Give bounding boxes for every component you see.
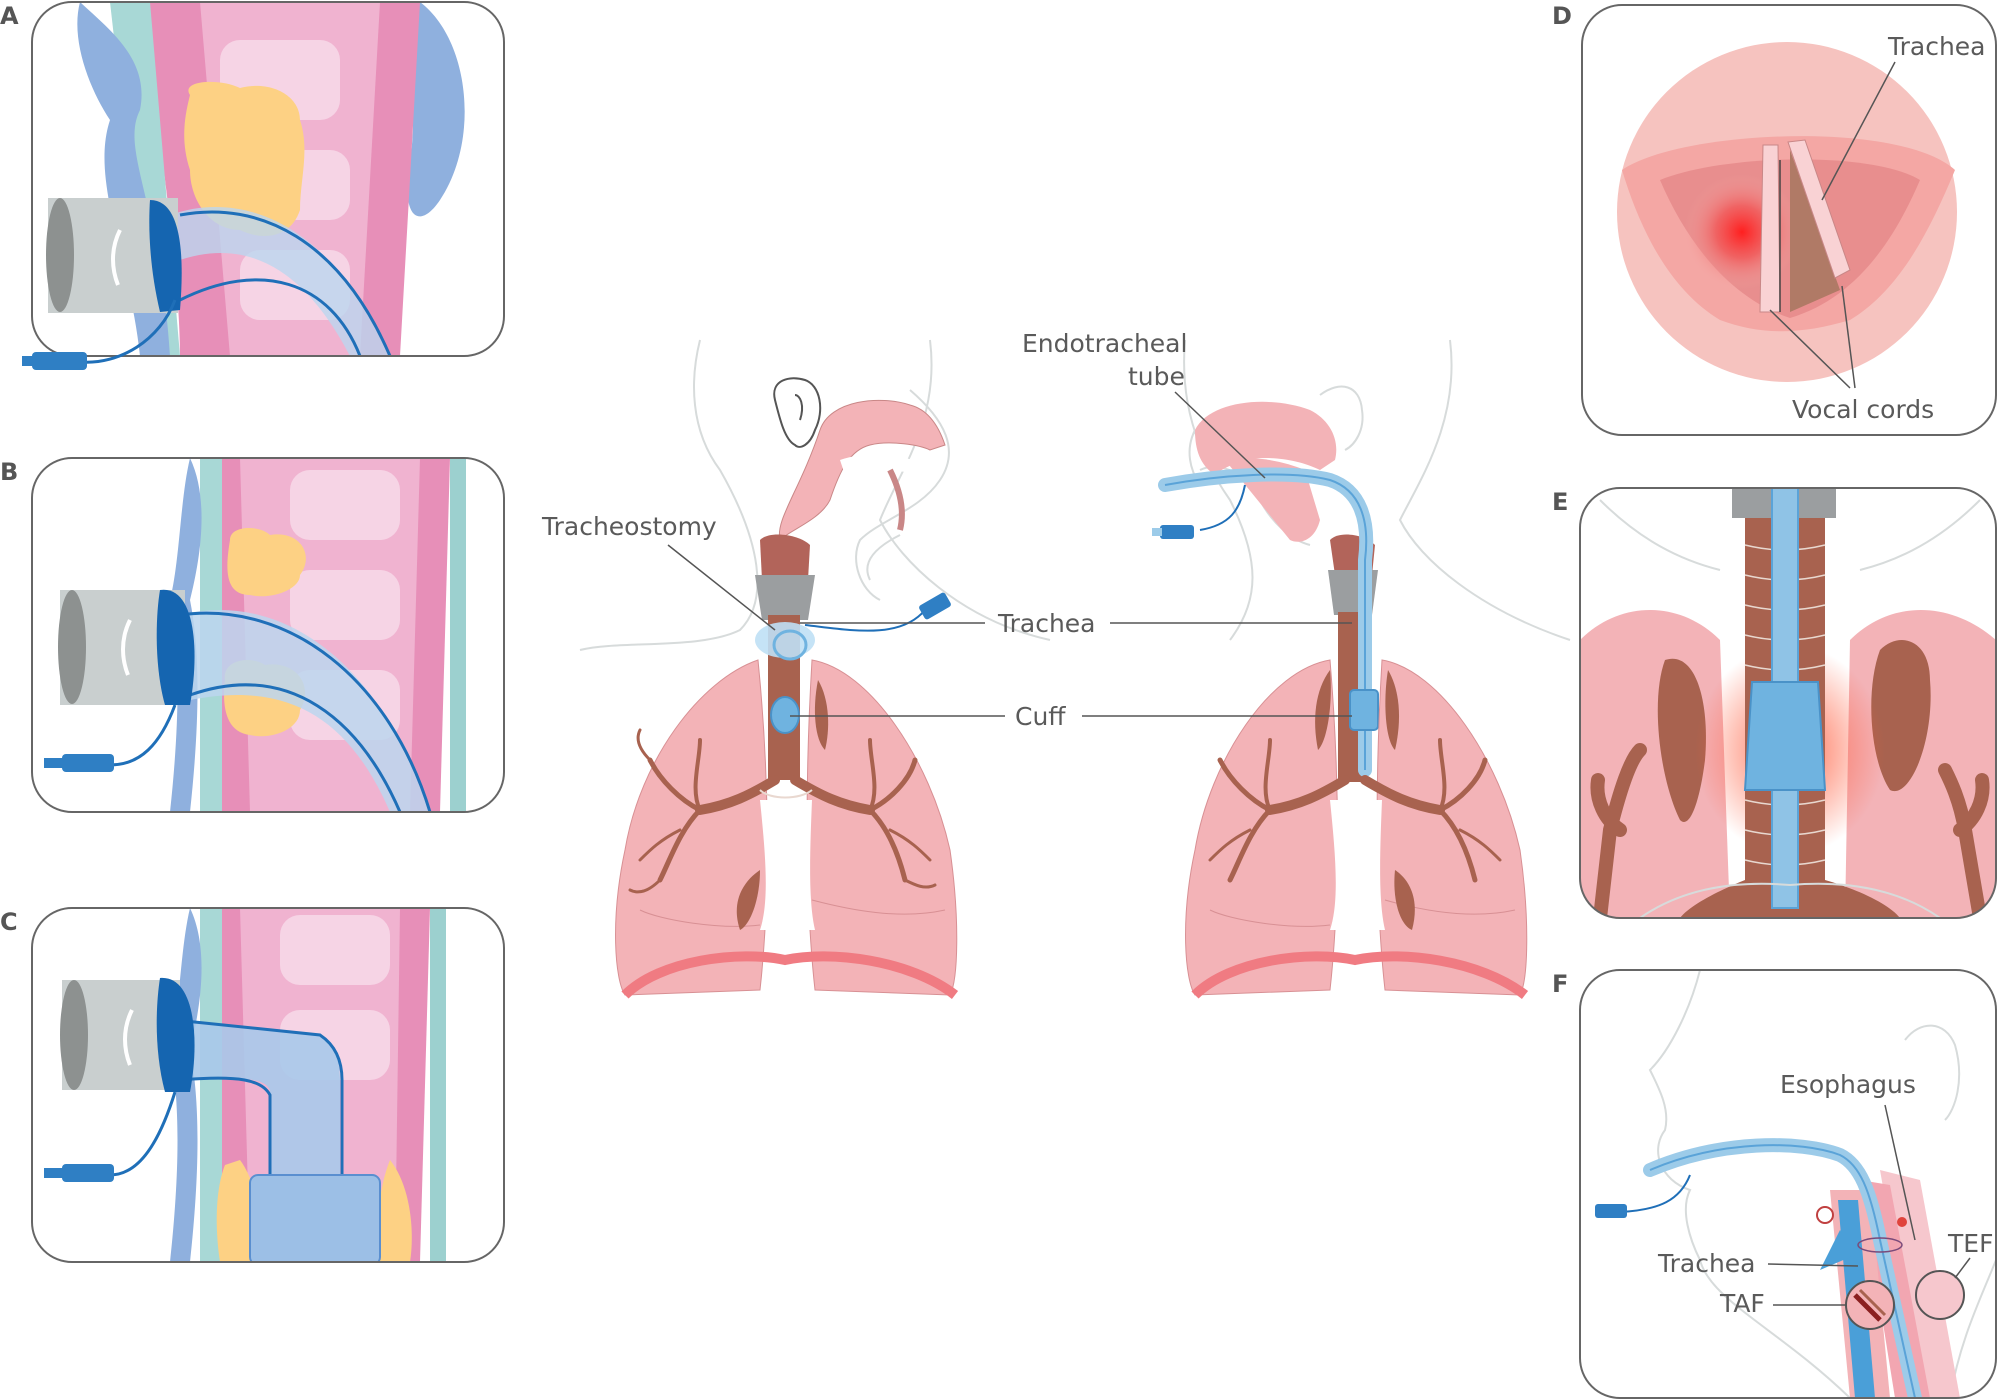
label-tracheostomy: Tracheostomy (541, 512, 717, 541)
bronchial-tree (628, 728, 937, 894)
tracheostomy-cuff (770, 696, 800, 734)
label-d-trachea: Trachea (1887, 32, 1986, 61)
connector-icon (919, 592, 951, 620)
pilot-balloon-connector-icon (32, 352, 87, 370)
panel-a: A (0, 1, 505, 370)
connector-icon (1595, 1204, 1627, 1218)
center-callouts: Tracheostomy Trachea Cuff Endotracheal t… (541, 329, 1352, 731)
label-f-esophagus: Esophagus (1780, 1070, 1916, 1099)
tracheostomy-figure (579, 339, 1051, 999)
label-trachea: Trachea (997, 609, 1096, 638)
label-cuff: Cuff (1015, 702, 1066, 731)
inflated-cuff (249, 1174, 381, 1262)
bronchial-tree (1208, 738, 1502, 883)
endotracheal-cuff (1349, 689, 1379, 731)
left-lung (615, 659, 768, 996)
panel-c: C (0, 907, 505, 1263)
vocal-cord-right (1787, 139, 1851, 279)
label-endotracheal-1: Endotracheal (1022, 329, 1187, 358)
cuff-pressure-site (1743, 681, 1827, 791)
vocal-cord-left (1759, 144, 1781, 313)
taf-magnifier (1845, 1280, 1895, 1330)
panel-letter-f: F (1552, 970, 1568, 998)
panel-letter-e: E (1552, 488, 1568, 516)
label-d-vocal-cords: Vocal cords (1792, 395, 1934, 424)
panel-letter-c: C (0, 908, 18, 936)
label-endotracheal-2: tube (1128, 362, 1185, 391)
stoma-icon (772, 629, 808, 661)
left-lung (1185, 659, 1338, 996)
thyroid-upper (227, 528, 306, 597)
label-f-taf: TAF (1719, 1289, 1765, 1318)
pilot-balloon-connector-icon (62, 754, 114, 772)
panel-f: F Esopha (1552, 969, 1997, 1399)
panel-d: D Trachea Vocal cords (1552, 2, 1997, 436)
panel-letter-b: B (0, 458, 18, 486)
tef-magnifier (1915, 1270, 1965, 1320)
endotracheal-figure (1152, 339, 1571, 999)
panel-e: E (1552, 487, 1997, 919)
vertebra-shape (407, 2, 465, 217)
panel-letter-d: D (1552, 2, 1572, 30)
label-f-tef: TEF (1947, 1229, 1993, 1258)
lesion-glow (1684, 174, 1800, 290)
ear-icon (1904, 1024, 1961, 1121)
label-f-trachea: Trachea (1657, 1249, 1756, 1278)
thyroid-gland (184, 81, 305, 236)
ear-icon (773, 377, 822, 448)
panel-b: B (0, 457, 505, 813)
ear-icon (1319, 385, 1364, 451)
connector-icon (1160, 525, 1194, 539)
panel-letter-a: A (0, 2, 19, 30)
pilot-balloon-connector-icon (62, 1164, 114, 1182)
